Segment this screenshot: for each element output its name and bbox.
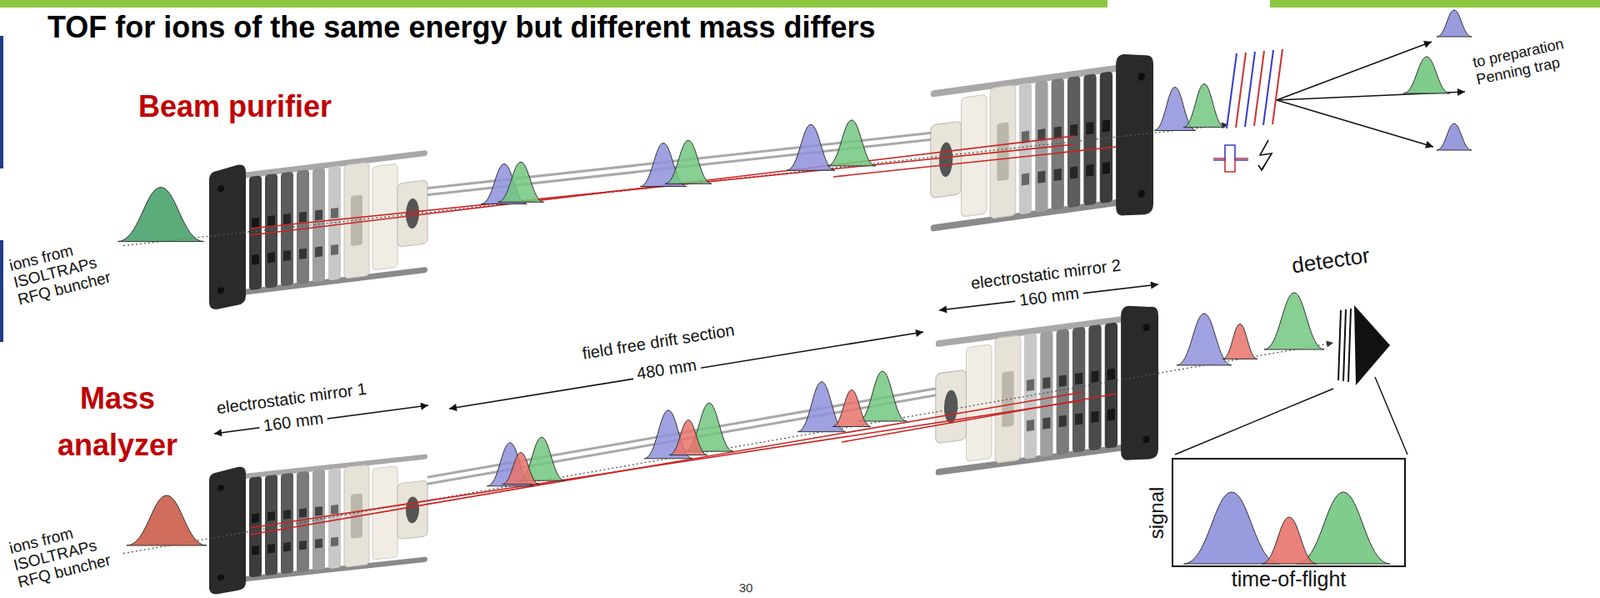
ion-trajectory — [250, 135, 1075, 235]
leader-lines — [1175, 388, 1334, 455]
ion-bunch — [117, 84, 1225, 242]
side-bar — [0, 240, 4, 342]
deflector-electrodes — [1245, 51, 1255, 127]
mirror-lower-2 — [935, 301, 1159, 487]
mirror-upper-1 — [209, 141, 428, 310]
dimension-label: 160 mm — [258, 407, 330, 436]
ion-trajectory — [250, 391, 1117, 535]
ion-bunch — [1264, 292, 1325, 350]
detector-symbol — [1338, 310, 1341, 380]
leader-lines — [1175, 376, 1408, 455]
deflector-electrodes — [1235, 52, 1246, 128]
tof-spectrum — [1296, 491, 1390, 564]
deflector-electrodes — [1226, 49, 1283, 129]
ion-bunch — [827, 120, 876, 166]
section-title: Beam purifier — [138, 89, 332, 124]
beam-axis — [123, 342, 1334, 554]
deflector-electrodes — [1226, 53, 1237, 129]
dimension-label: 480 mm — [631, 354, 703, 385]
mirror-lower-2 — [935, 301, 1159, 487]
detector-symbol — [1354, 305, 1390, 385]
detector-symbol — [1338, 305, 1390, 385]
ion-bunch — [665, 140, 712, 184]
tof-spectrum — [1184, 491, 1391, 564]
ion-trajectory — [833, 146, 1117, 177]
ion-trajectory — [250, 135, 1117, 235]
deflected-paths — [1276, 41, 1465, 147]
ion-bunch — [502, 452, 540, 485]
detector-symbol — [1343, 309, 1346, 381]
ion-trajectory — [250, 391, 1084, 535]
ion-bunch — [1403, 10, 1472, 150]
ion-bunch — [1222, 323, 1258, 359]
ion-bunch — [858, 370, 907, 421]
ion-bunch — [669, 420, 708, 455]
deflector-electrodes — [1272, 49, 1283, 125]
tof-spectrum — [1261, 516, 1317, 564]
ion-bunch — [786, 124, 835, 170]
header-bar — [0, 0, 1108, 8]
mirror-lower-1 — [209, 445, 428, 595]
ion-bunch — [1176, 313, 1232, 365]
detector-symbol — [1348, 308, 1351, 382]
header-bar — [1270, 0, 1600, 8]
source-label: ions from ISOLTRAPs RFQ buncher — [7, 233, 120, 309]
pulse-symbol — [1258, 164, 1265, 170]
ion-bunch — [1183, 84, 1225, 128]
leader-lines — [1375, 376, 1408, 455]
plot-frame: signaltime-of-flight — [1171, 457, 1406, 567]
section-title: Mass analyzer — [38, 375, 197, 469]
ion-bunch — [1403, 56, 1450, 94]
beam-axis — [123, 125, 1229, 246]
pulse-symbol — [1213, 140, 1272, 172]
ion-trajectory — [250, 400, 1084, 528]
ion-bunch — [1436, 10, 1472, 37]
ion-bunch — [126, 292, 1325, 545]
source-label: ions from ISOLTRAPs RFQ buncher — [7, 515, 120, 591]
deflector-electrodes — [1263, 50, 1274, 125]
axis-label: time-of-flight — [1231, 566, 1347, 591]
plot-ground — [1171, 457, 1406, 567]
ion-bunch — [1436, 123, 1472, 150]
deflected-paths — [1276, 100, 1434, 147]
ion-bunch — [832, 390, 871, 427]
ion-bunch — [117, 187, 205, 242]
page-number: 30 — [739, 580, 754, 595]
pulse-symbol — [1260, 140, 1272, 170]
destination-label: to preparation Penning trap — [1470, 28, 1600, 89]
dimension-label: 160 mm — [1014, 283, 1085, 311]
deflector-electrodes — [1254, 50, 1265, 126]
axis-label: signal — [1145, 485, 1169, 539]
tof-spectrum — [1184, 491, 1280, 564]
detector-label: detector — [1290, 243, 1371, 280]
mirror-lower-1 — [209, 445, 428, 595]
slide-title: TOF for ions of the same energy but diff… — [47, 10, 876, 45]
side-bar — [0, 35, 4, 169]
ion-bunch — [498, 161, 545, 202]
mirror-upper-1 — [209, 141, 428, 310]
pulse-symbol — [1213, 158, 1249, 172]
ion-bunch — [126, 495, 207, 545]
part-label: field free drift section — [580, 320, 736, 364]
